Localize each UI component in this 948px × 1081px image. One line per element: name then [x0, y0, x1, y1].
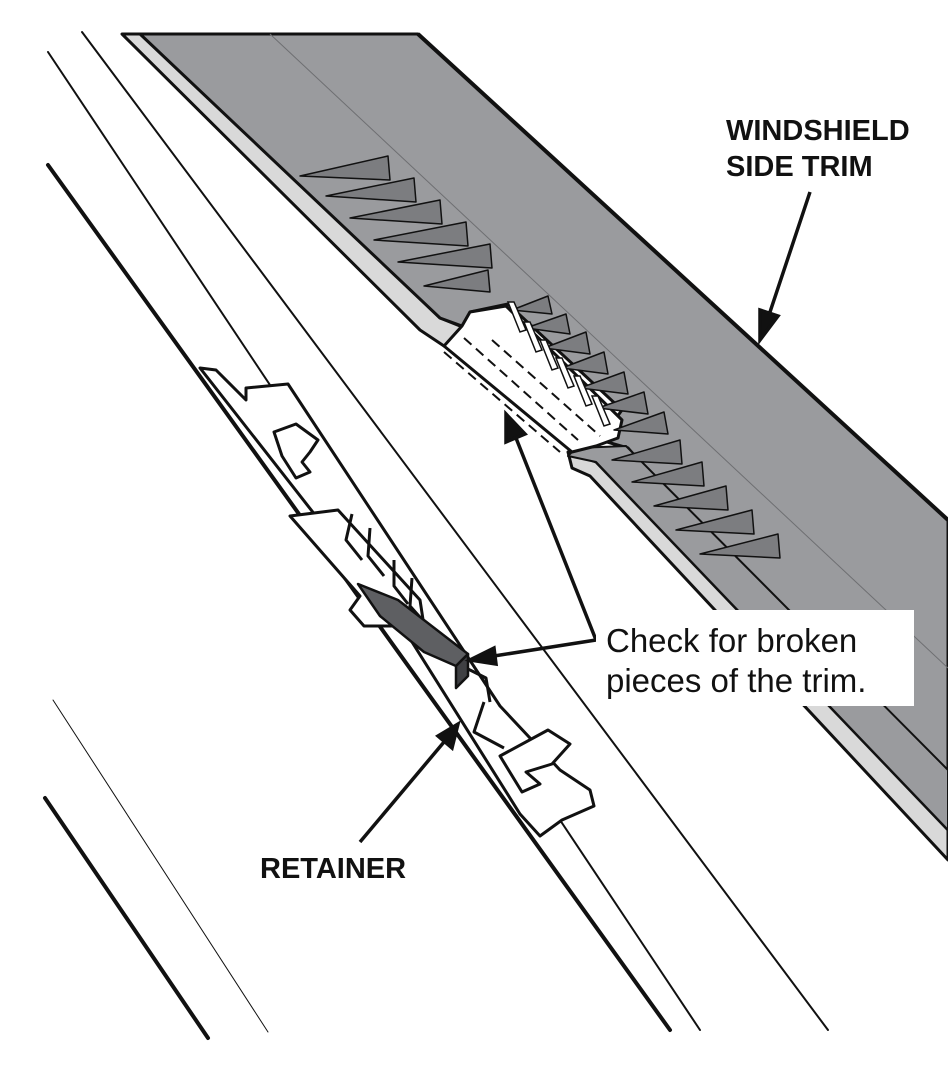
trim-arrow-head: [758, 307, 781, 346]
broken-trim-piece: [356, 582, 470, 690]
label-check-line1: Check for broken: [606, 622, 857, 659]
trim-serrations: [299, 155, 781, 559]
notch-teeth: [506, 301, 612, 427]
retainer-fingers: [344, 513, 505, 750]
retainer-hook-lower: [498, 728, 572, 794]
missing-arrow-head: [504, 409, 529, 445]
body-line-5: [52, 699, 269, 1033]
body-line-2: [81, 31, 829, 1031]
retainer-hook-upper: [272, 422, 320, 480]
label-retainer: RETAINER: [260, 853, 406, 885]
trim-outer-edge: [416, 32, 948, 522]
leader-arrows: [358, 191, 812, 844]
missing-piece-outline: [443, 337, 601, 453]
note-background: [596, 610, 914, 706]
body-line-4: [43, 796, 210, 1040]
label-side-trim: SIDE TRIM: [726, 151, 873, 183]
retainer-arrow-head: [435, 720, 461, 752]
label-check-line2: pieces of the trim.: [606, 662, 866, 699]
label-windshield: WINDSHIELD: [726, 115, 910, 147]
broken-arrow-head: [464, 645, 499, 667]
trim-lower-body: [567, 445, 948, 831]
trim-highlight-line: [269, 33, 948, 669]
windshield-side-trim: [120, 32, 948, 862]
